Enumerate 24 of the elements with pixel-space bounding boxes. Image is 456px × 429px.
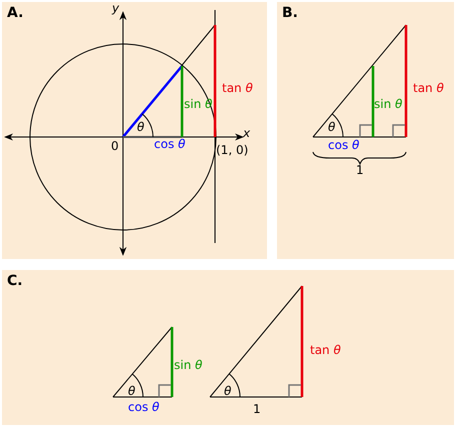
math-label: tan θ	[222, 82, 253, 94]
math-label: cos θ	[328, 139, 360, 151]
math-label: sin θ	[374, 98, 402, 110]
math-label: sin θ	[174, 359, 202, 371]
math-label: cos θ	[154, 138, 186, 150]
math-label: θ	[128, 385, 136, 397]
math-label: cos θ	[128, 401, 160, 413]
axis-label: y	[112, 2, 120, 14]
math-label: tan θ	[310, 344, 341, 356]
math-label: 0	[111, 140, 119, 152]
math-label: (1, 0)	[216, 144, 248, 156]
panel-background	[2, 270, 454, 425]
panel-background	[2, 2, 267, 259]
math-label: θ	[328, 121, 336, 133]
panel-background	[277, 2, 454, 259]
math-label: 1	[253, 403, 261, 415]
math-label: tan θ	[413, 82, 444, 94]
panel-label: B.	[282, 6, 298, 20]
panel-label: A.	[7, 6, 24, 20]
axis-label: x	[243, 127, 250, 139]
math-label: 1	[356, 164, 364, 176]
math-label: θ	[137, 121, 144, 133]
panel-label: C.	[7, 274, 23, 288]
math-label: θ	[224, 385, 232, 397]
